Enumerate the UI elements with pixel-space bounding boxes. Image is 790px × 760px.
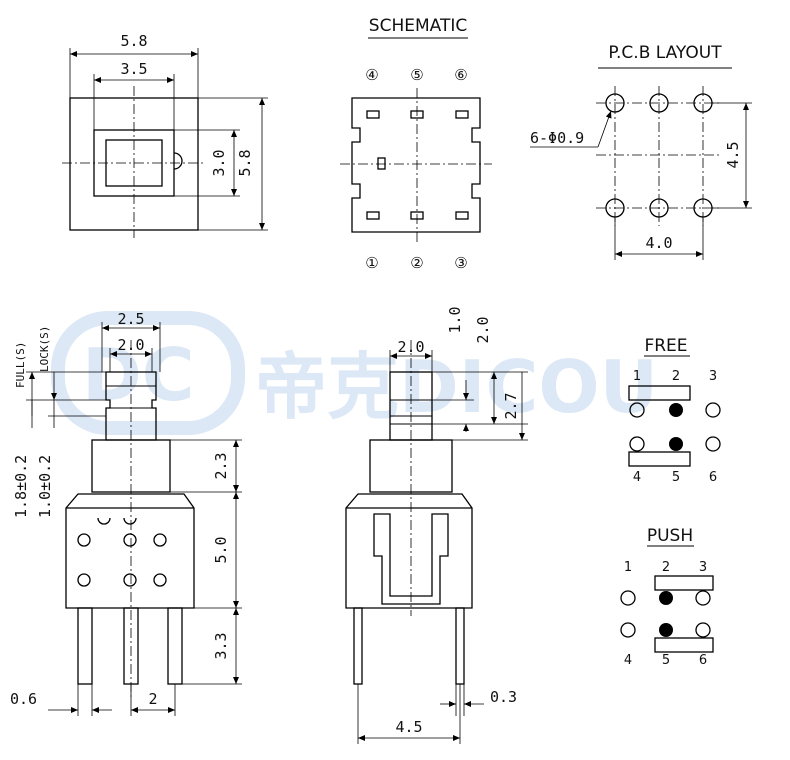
dim-inner-height: 3.0 — [210, 149, 228, 176]
pcb-layout: P.C.B LAYOUT 6-Φ0.9 4.5 4.0 — [530, 43, 752, 260]
push-contact-bar-top — [654, 575, 714, 591]
pcb-hole-label: 6-Φ0.9 — [530, 129, 584, 147]
top-view-notch — [173, 152, 183, 170]
schematic-pin-3: ③ — [454, 254, 467, 272]
dim-body-height: 5.0 — [212, 536, 230, 563]
watermark: DC 帝克DICOU — [51, 311, 658, 435]
schematic-pin-5: ⑤ — [410, 66, 423, 84]
dim-inner-width: 3.5 — [120, 60, 147, 78]
dim-top-outer: 2.5 — [117, 310, 144, 328]
label-lock: LOCK(S) — [38, 326, 51, 372]
side-right-pin — [353, 607, 363, 685]
free-pin-4: 4 — [633, 470, 641, 485]
watermark-logo-ring — [51, 311, 245, 435]
dim-pin-span: 4.5 — [395, 718, 422, 736]
free-pin-1: 1 — [633, 369, 641, 384]
dim-cap-height: 2.3 — [212, 452, 230, 479]
side-left-body — [65, 493, 195, 609]
push-pin-2: 2 — [662, 560, 670, 575]
side-left-pin — [77, 607, 93, 685]
schematic-body — [351, 97, 481, 233]
schematic-pin-1: ① — [365, 254, 378, 272]
watermark-brand: 帝克DICOU — [255, 345, 658, 429]
dim-top-inner: 2.0 — [117, 336, 144, 354]
schematic-pin-4: ④ — [365, 66, 378, 84]
top-view: 5.8 3.5 3.0 5.8 — [62, 32, 268, 238]
free-pin-3: 3 — [709, 369, 717, 384]
free-contact-bar-bottom — [628, 451, 691, 467]
dim-full-travel: 1.8±0.2 — [12, 455, 30, 518]
free-state-diagram: FREE 1 2 3 4 5 6 — [628, 336, 721, 485]
push-contact-bar-bottom — [654, 637, 714, 653]
dim-pin-length: 3.3 — [212, 632, 230, 659]
schematic-title: SCHEMATIC — [369, 16, 467, 36]
dim-lock-travel: 1.0±0.2 — [36, 455, 54, 518]
free-pin-5: 5 — [672, 470, 680, 485]
push-pin-5: 5 — [662, 653, 670, 668]
free-contact-bar-top — [628, 385, 691, 401]
dim-a: 1.0 — [446, 306, 464, 333]
dim-c: 2.7 — [502, 392, 520, 419]
schematic: SCHEMATIC ④ ⑤ ⑥ ① ② ③ — [340, 16, 492, 272]
side-left-pin — [167, 607, 183, 685]
dim-pin-width: 0.6 — [10, 690, 37, 708]
pcb-dim-vertical: 4.5 — [724, 141, 742, 168]
push-pin-3: 3 — [699, 560, 707, 575]
dim-pin-thickness: 0.3 — [490, 688, 517, 706]
free-pin-6: 6 — [709, 470, 717, 485]
free-pin-2: 2 — [672, 369, 680, 384]
pcb-dim-horizontal: 4.0 — [645, 234, 672, 252]
side-right-pin — [455, 607, 465, 685]
push-state-diagram: PUSH 1 2 3 4 5 6 — [620, 526, 714, 668]
push-title: PUSH — [647, 526, 693, 546]
dim-b: 2.0 — [474, 316, 492, 343]
dim-pin-pitch: 2 — [148, 690, 157, 708]
dim-outer-width: 5.8 — [120, 32, 147, 50]
dim-outer-height: 5.8 — [236, 149, 254, 176]
free-title: FREE — [644, 336, 687, 356]
pcb-title: P.C.B LAYOUT — [608, 43, 722, 63]
push-pin-6: 6 — [699, 653, 707, 668]
side-view-left: 2.5 2.0 FULL(S) LOCK(S) 1.8±0.2 1.0±0.2 … — [10, 310, 242, 716]
label-full: FULL(S) — [14, 342, 27, 388]
side-view-right: 2.0 1.0 2.0 2.7 0.3 4.5 — [345, 306, 528, 744]
watermark-logo-text: DC — [82, 333, 195, 417]
schematic-pin-2: ② — [410, 254, 423, 272]
side-right-inner-slot — [373, 513, 449, 605]
push-pin-1: 1 — [624, 560, 632, 575]
push-pin-4: 4 — [624, 653, 632, 668]
side-right-body — [345, 493, 473, 609]
dim-button-width: 2.0 — [397, 338, 424, 356]
schematic-pin-6: ⑥ — [454, 66, 467, 84]
